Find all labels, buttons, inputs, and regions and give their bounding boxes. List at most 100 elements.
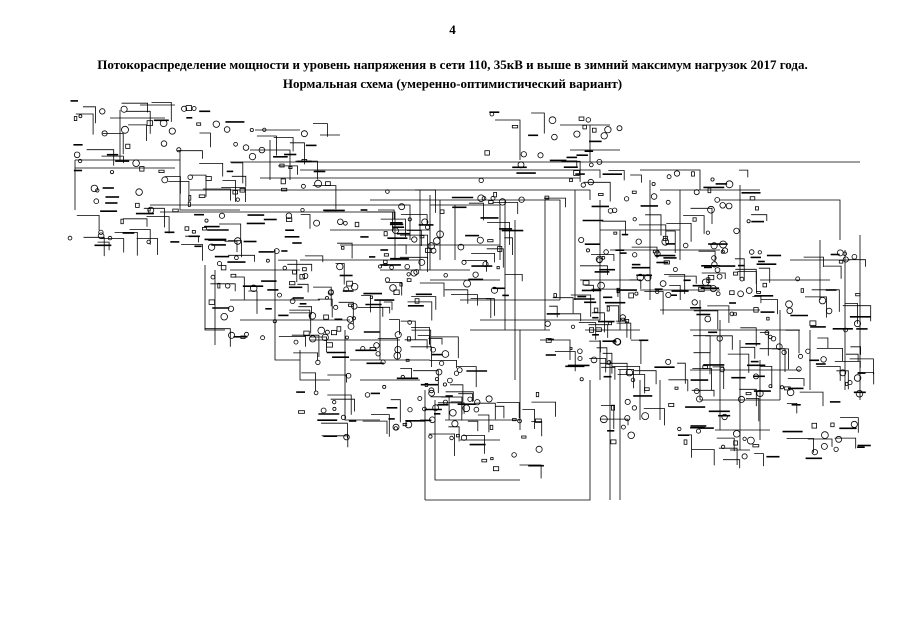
transformer-symbol — [449, 409, 457, 417]
switch-symbol — [220, 264, 227, 271]
switch-symbol — [191, 230, 196, 234]
transformer-symbol — [821, 442, 828, 450]
line-segment — [616, 322, 632, 340]
line-segment — [817, 337, 829, 349]
line-segment — [786, 438, 814, 453]
transformer-symbol — [208, 243, 216, 251]
transformer-symbol — [442, 382, 447, 387]
transformer-symbol — [228, 331, 236, 339]
transformer-symbol — [691, 299, 698, 306]
switch-symbol — [439, 209, 445, 214]
transformer-symbol — [709, 285, 717, 293]
transformer-symbol — [428, 434, 433, 439]
line-segment — [565, 160, 578, 168]
line-segment — [470, 298, 492, 319]
transformer-symbol — [551, 133, 558, 141]
line-segment — [544, 197, 566, 208]
line-segment — [618, 369, 634, 389]
transformer-symbol — [120, 105, 128, 113]
transformer-symbol — [467, 396, 473, 402]
line-segment — [143, 207, 165, 228]
switch-symbol — [606, 306, 610, 312]
switch-symbol — [663, 260, 670, 265]
transformer-symbol — [661, 238, 670, 246]
transformer-symbol — [635, 238, 642, 245]
line-segment — [407, 230, 422, 246]
transformer-symbol — [337, 218, 344, 225]
transformer-symbol — [418, 258, 426, 266]
line-segment — [456, 366, 477, 388]
switch-symbol — [613, 231, 618, 235]
line-segment — [615, 320, 628, 338]
line-segment — [600, 418, 629, 426]
line-segment — [554, 351, 576, 372]
transformer-symbol — [407, 407, 413, 413]
line-segment — [228, 240, 242, 258]
transformer-symbol — [97, 232, 105, 240]
line-segment — [746, 397, 760, 422]
transformer-symbol — [461, 259, 467, 265]
line-segment — [362, 420, 388, 434]
transformer-symbol — [739, 276, 745, 282]
transformer-symbol — [315, 359, 321, 365]
switch-symbol — [493, 191, 497, 198]
line-segment — [233, 276, 245, 300]
line-segment — [146, 216, 170, 234]
transformer-symbol — [375, 351, 381, 357]
switch-symbol — [544, 195, 550, 200]
transformer-symbol — [607, 208, 614, 214]
switch-symbol — [593, 307, 599, 313]
transformer-symbol — [187, 174, 193, 180]
transformer-symbol — [577, 355, 583, 361]
line-segment — [385, 281, 403, 296]
line-segment — [168, 180, 190, 203]
transformer-symbol — [477, 194, 485, 202]
switch-symbol — [607, 321, 612, 326]
switch-symbol — [419, 235, 425, 239]
line-segment — [222, 179, 236, 202]
line-segment — [321, 422, 348, 439]
transformer-symbol — [73, 151, 81, 158]
line-segment — [631, 246, 658, 259]
transformer-symbol — [191, 106, 197, 111]
line-segment — [596, 347, 608, 365]
transformer-symbol — [811, 448, 818, 456]
line-segment — [591, 312, 605, 333]
line-segment — [739, 388, 757, 407]
transformer-symbol — [460, 434, 468, 441]
line-segment — [591, 254, 615, 261]
transformer-symbol — [389, 265, 394, 270]
switch-symbol — [535, 418, 542, 423]
switch-symbol — [185, 105, 192, 111]
transformer-symbol — [392, 227, 399, 235]
line-segment — [390, 399, 401, 423]
switch-symbol — [285, 217, 293, 222]
transformer-symbol — [520, 151, 527, 158]
transformer-symbol — [242, 144, 250, 151]
line-segment — [842, 305, 872, 322]
transformer-symbol — [317, 326, 326, 335]
switch-symbol — [582, 280, 590, 286]
line-segment — [289, 309, 311, 319]
line-segment — [471, 252, 496, 263]
line-segment — [330, 398, 355, 412]
transformer-symbol — [394, 345, 402, 354]
transformer-symbol — [309, 335, 317, 343]
switch-symbol — [383, 259, 388, 264]
transformer-symbol — [619, 314, 626, 321]
line-segment — [430, 336, 459, 359]
line-segment — [273, 137, 294, 152]
transformer-symbol — [351, 303, 358, 310]
line-segment — [786, 402, 798, 414]
transformer-symbol — [579, 377, 584, 382]
transformer-symbol — [659, 280, 667, 287]
transformer-symbol — [463, 279, 472, 288]
line-segment — [437, 402, 465, 414]
switch-symbol — [578, 116, 585, 121]
line-segment — [278, 259, 298, 283]
line-segment — [811, 289, 840, 312]
switch-symbol — [299, 274, 305, 280]
line-segment — [83, 236, 105, 257]
transformer-symbol — [851, 253, 858, 260]
transformer-symbol — [746, 436, 755, 445]
